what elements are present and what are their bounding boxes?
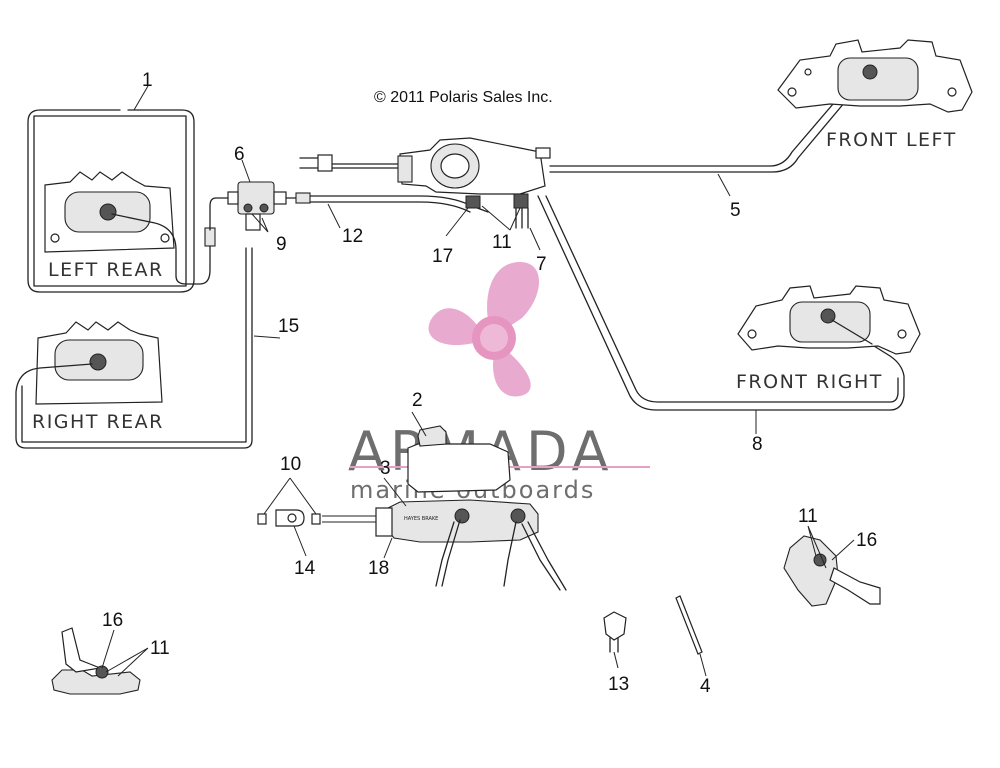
leader-lines <box>101 85 855 677</box>
part-4-rod <box>675 595 703 655</box>
callout-12: 12 <box>342 226 363 247</box>
brake-line-12 <box>285 195 489 213</box>
cable-clevis <box>317 154 333 172</box>
clevis-nut-right <box>311 513 321 525</box>
propeller-logo <box>428 262 539 397</box>
rear-master-reservoir <box>407 443 511 493</box>
callout-1: 1 <box>142 70 153 91</box>
callout-3: 3 <box>380 458 391 479</box>
rear-master-outlet <box>454 508 470 524</box>
front-right-hose <box>831 319 873 345</box>
junction-line-left <box>209 197 229 231</box>
rear-master-boot <box>375 507 393 537</box>
left-rear-hose-fitting <box>204 227 216 247</box>
front-left-bleeder <box>862 64 878 80</box>
label-left-rear: LEFT REAR <box>48 259 164 281</box>
part-16-left-bracket <box>51 627 141 695</box>
brake-line-5 <box>549 89 851 173</box>
switch-terminals <box>515 207 529 229</box>
banjo-bolt-17 <box>465 195 481 209</box>
outlet-fitting <box>535 147 551 159</box>
brake-line-15 <box>15 247 253 449</box>
right-rear-bleeder <box>89 353 107 371</box>
clevis-assembly <box>257 509 321 527</box>
callout-15: 15 <box>278 316 299 337</box>
front-master-reservoir-cap <box>440 153 470 179</box>
brake-line-8 <box>537 195 905 411</box>
rear-master-cylinder-group: HAYES BRAKE <box>322 425 567 591</box>
rear-left-brake-group: LEFT REAR <box>27 109 216 293</box>
junction-fitting-left <box>227 191 239 205</box>
control-cable <box>299 157 401 169</box>
callout-9: 9 <box>276 234 287 255</box>
line-12-fitting <box>295 192 311 204</box>
junction-fitting-right <box>273 191 287 205</box>
reservoir-cap-2 <box>417 425 447 447</box>
callout-numbers: 1 2 3 4 5 6 7 8 9 10 11 11 11 12 13 14 1… <box>102 70 877 697</box>
callout-18: 18 <box>368 558 389 579</box>
rear-master-hose-right <box>503 521 561 591</box>
callout-4: 4 <box>700 676 711 697</box>
push-rod <box>322 515 376 523</box>
junction-block-body <box>237 181 275 215</box>
junction-block <box>209 181 287 231</box>
left-rear-bolt-hole <box>160 233 170 243</box>
callout-11-left: 11 <box>150 638 170 659</box>
callout-11-front: 11 <box>492 232 512 253</box>
front-right-bolt <box>897 329 907 339</box>
rear-master-hose-right-2 <box>527 521 567 591</box>
brake-switch <box>513 193 529 209</box>
callout-13: 13 <box>608 674 629 695</box>
rear-master-hose-left <box>435 519 461 587</box>
master-cylinder-stamp: HAYES BRAKE <box>404 516 438 522</box>
copyright-notice: © 2011 Polaris Sales Inc. <box>374 89 553 106</box>
callout-16-right: 16 <box>856 530 877 551</box>
callout-14: 14 <box>294 558 316 579</box>
main-line-assembly <box>285 89 905 411</box>
junction-bolt <box>243 203 253 213</box>
left-rear-bolt-hole <box>50 233 60 243</box>
label-right-rear: RIGHT REAR <box>32 411 164 433</box>
rear-right-brake-group: RIGHT REAR <box>15 247 253 449</box>
clevis-hole <box>287 513 297 523</box>
label-front-left: FRONT LEFT <box>826 129 957 151</box>
bracket-fastener <box>95 665 109 679</box>
label-front-right: FRONT RIGHT <box>736 371 883 393</box>
callout-2: 2 <box>412 390 423 411</box>
front-right-brake-group: FRONT RIGHT <box>736 285 921 393</box>
propeller-hub <box>472 316 516 360</box>
callout-6: 6 <box>234 144 245 165</box>
part-16-right-bracket <box>783 535 881 607</box>
callout-5: 5 <box>730 200 741 221</box>
front-left-bolt <box>804 68 812 76</box>
rear-master-outlet <box>510 508 526 524</box>
clevis-nut-left <box>257 513 267 525</box>
callout-8: 8 <box>752 434 763 455</box>
front-right-bleeder <box>820 308 836 324</box>
front-left-bolt <box>947 87 957 97</box>
callout-10: 10 <box>280 454 301 475</box>
callout-17: 17 <box>432 246 453 267</box>
front-right-bolt <box>747 329 757 339</box>
left-rear-bleeder <box>99 203 117 221</box>
brake-line-1 <box>27 109 195 293</box>
front-left-brake-group: FRONT LEFT <box>777 39 973 151</box>
front-left-caliper-piston <box>837 57 919 101</box>
junction-fitting-bottom <box>245 213 261 231</box>
callout-7: 7 <box>536 254 547 275</box>
front-left-bolt <box>787 87 797 97</box>
callout-11-right: 11 <box>798 506 818 527</box>
callout-16-left: 16 <box>102 610 123 631</box>
junction-bolt <box>259 203 269 213</box>
left-rear-hose <box>111 213 211 285</box>
part-13-clip <box>603 611 627 653</box>
front-master-boot <box>397 155 413 183</box>
